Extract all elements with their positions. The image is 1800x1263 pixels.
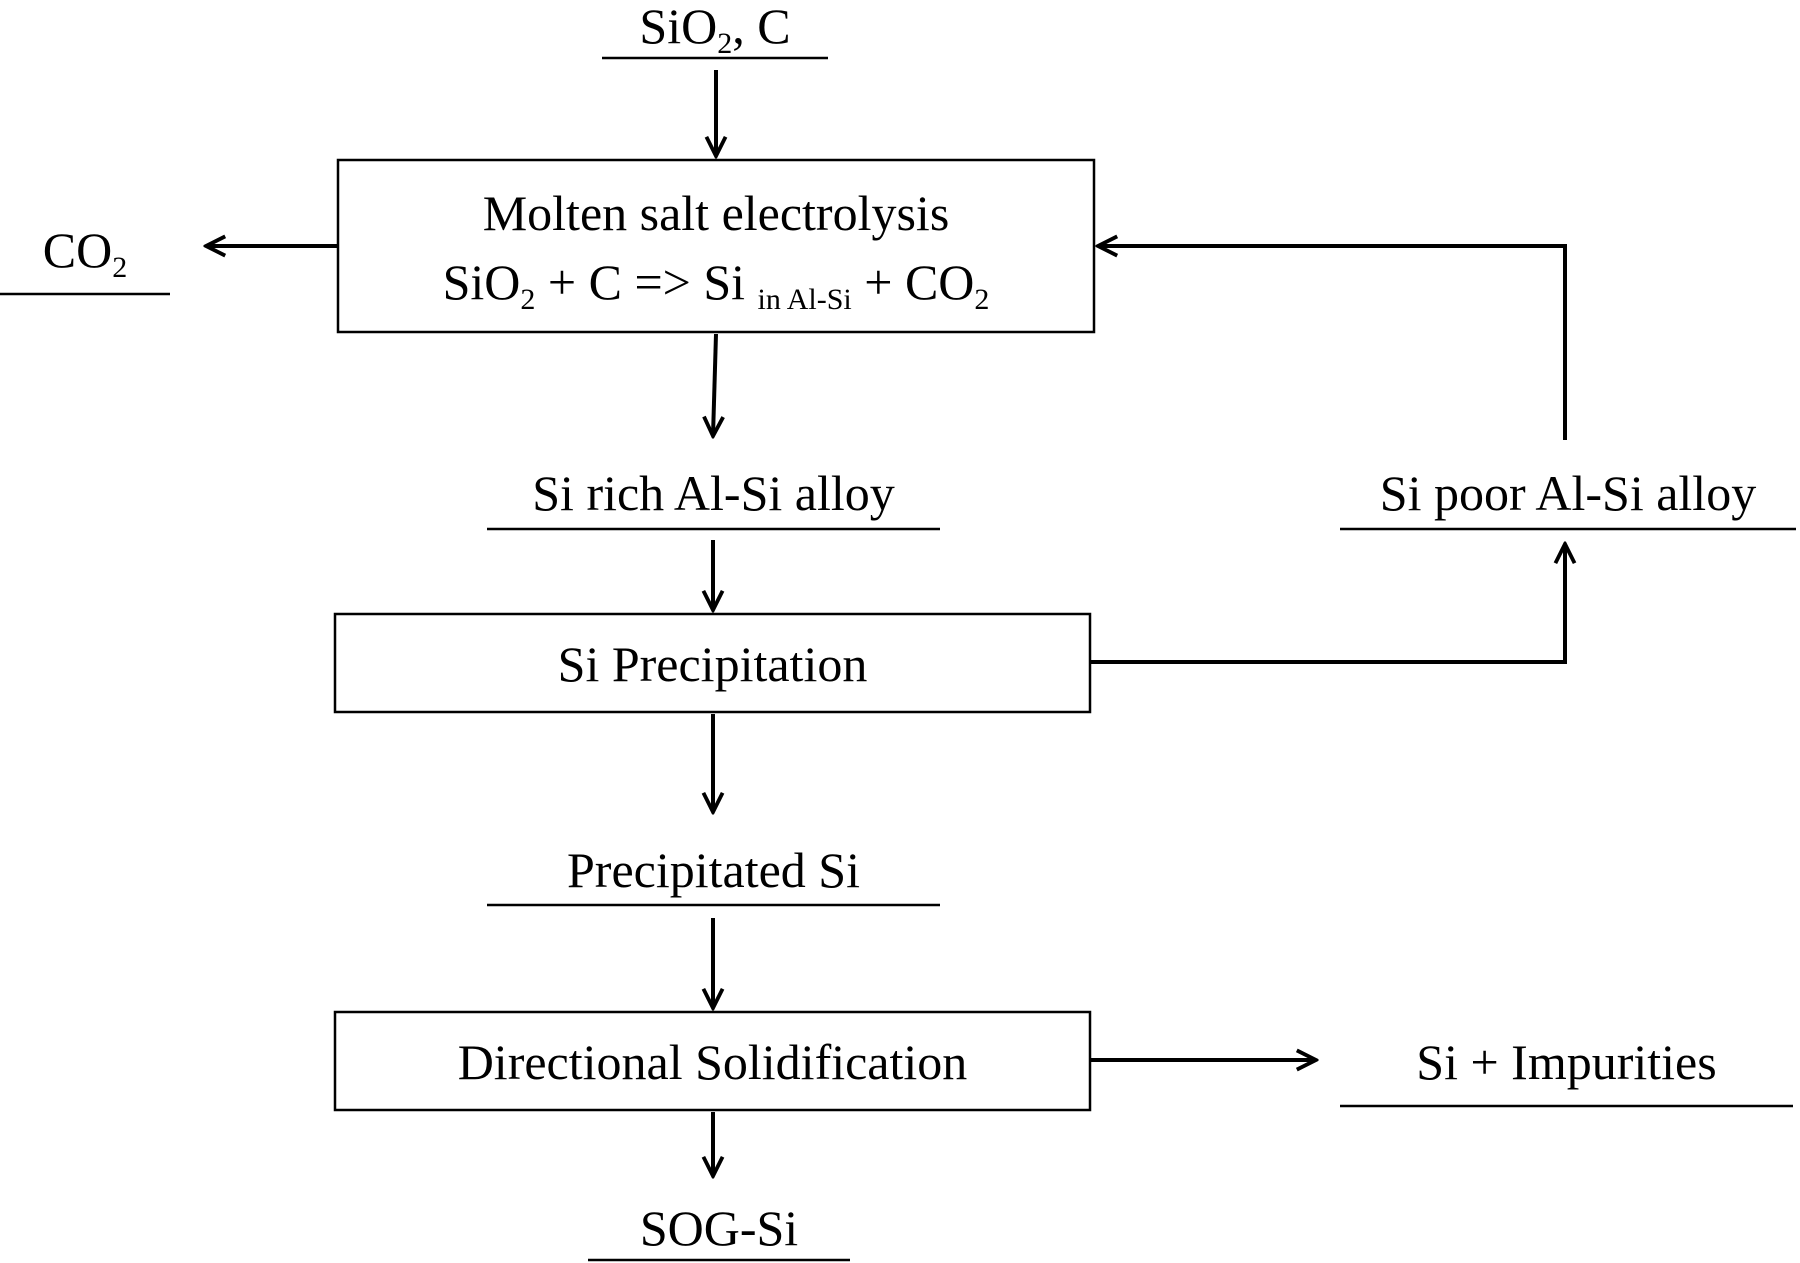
directional-text: Directional Solidification [457, 1034, 968, 1090]
si-poor-text: Si poor Al-Si alloy [1379, 465, 1757, 521]
equation-sub-c: 2 [974, 283, 990, 316]
impurities-label: Si + Impurities [1340, 1032, 1793, 1092]
impurities-text: Si + Impurities [1416, 1034, 1717, 1090]
equation-sub-a: 2 [520, 283, 536, 316]
input-text-post: , C [732, 0, 791, 54]
arrow-electrolysis-to-si-rich [713, 333, 716, 436]
electrolysis-title-text: Molten salt electrolysis [482, 185, 950, 241]
equation-sub-b: in Al-Si [757, 283, 852, 316]
si-rich-label: Si rich Al-Si alloy [487, 463, 940, 523]
electrolysis-title: Molten salt electrolysis [338, 183, 1094, 243]
input-label: SiO2, C [602, 0, 828, 59]
co2-label: CO2 [20, 220, 150, 283]
arrow-precipitation-to-si-poor [1090, 544, 1565, 664]
precipitation-text: Si Precipitation [557, 636, 868, 692]
input-text-sub: 2 [717, 27, 733, 60]
precipitated-si-text: Precipitated Si [567, 842, 860, 898]
input-text-pre: SiO [639, 0, 718, 54]
equation-part-c: + CO [851, 254, 975, 310]
output-label: SOG-Si [588, 1198, 850, 1258]
si-poor-label: Si poor Al-Si alloy [1340, 463, 1796, 523]
electrolysis-equation: SiO2 + C => Si in Al-Si + CO2 [338, 252, 1094, 315]
equation-part-a: SiO [442, 254, 521, 310]
output-text: SOG-Si [639, 1200, 799, 1256]
co2-text-pre: CO [42, 222, 113, 278]
equation-part-b: + C => Si [535, 254, 758, 310]
directional-label: Directional Solidification [335, 1032, 1090, 1092]
co2-text-sub: 2 [112, 251, 128, 284]
precipitation-label: Si Precipitation [335, 634, 1090, 694]
precipitated-si-label: Precipitated Si [487, 840, 940, 900]
si-rich-text: Si rich Al-Si alloy [532, 465, 895, 521]
arrow-si-poor-to-electrolysis [1098, 246, 1567, 440]
